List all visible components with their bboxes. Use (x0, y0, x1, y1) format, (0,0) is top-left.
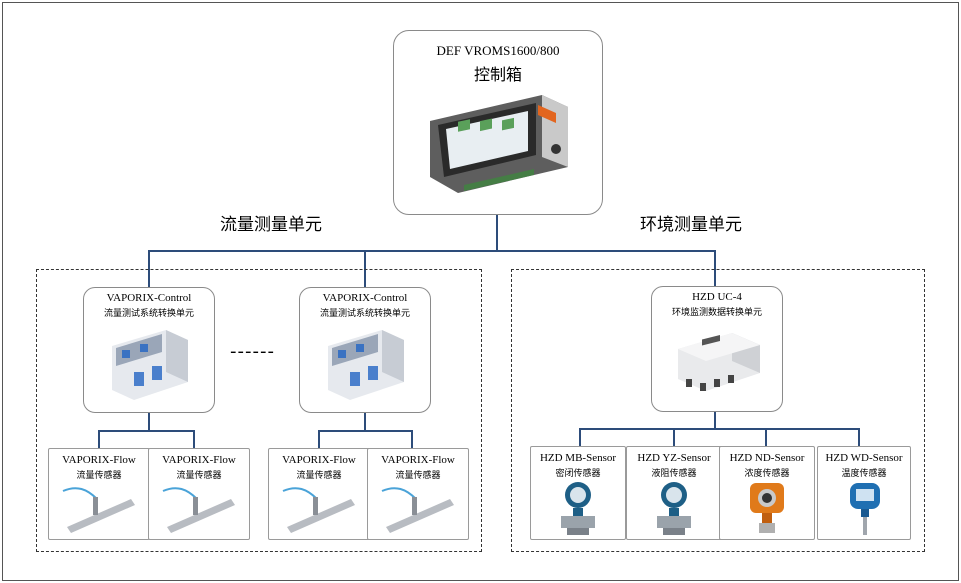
env-conversion-unit: HZD UC-4 环境监测数据转换单元 (651, 286, 783, 412)
pressure-transmitter-icon (561, 482, 595, 535)
env-sensor-nd: HZD ND-Sensor 浓度传感器 (719, 446, 815, 540)
controller-model: DEF VROMS1600/800 (436, 43, 560, 58)
flow-control-unit-1: VAPORIX-Control 流量测试系统转换单元 (83, 287, 215, 413)
sensor-name: HZD WD-Sensor (825, 452, 903, 464)
sensor-desc: 流量传感器 (176, 471, 222, 481)
env-group-frame (511, 269, 925, 552)
converter-module-icon (328, 330, 404, 400)
gas-detector-icon (750, 483, 784, 533)
sensor-name: HZD YZ-Sensor (637, 452, 711, 464)
unit-desc: 流量测试系统转换单元 (103, 309, 194, 319)
env-drop-2 (673, 428, 675, 446)
sensor-name: VAPORIX-Flow (62, 454, 136, 466)
env-sensor-mb: HZD MB-Sensor 密闭传感器 (530, 446, 626, 540)
env-branch (579, 428, 859, 430)
sensor-desc: 温度传感器 (841, 469, 887, 479)
flow-sensor-2: VAPORIX-Flow 流量传感器 (148, 448, 250, 540)
env-sensor-wd: HZD WD-Sensor 温度传感器 (817, 446, 911, 540)
flow-sensor-3: VAPORIX-Flow 流量传感器 (268, 448, 370, 540)
sensor-desc: 流量传感器 (296, 471, 342, 481)
controller-label: 控制箱 (473, 65, 522, 84)
unit-desc: 流量测试系统转换单元 (319, 309, 410, 319)
unit-name: VAPORIX-Control (322, 292, 408, 304)
controller-box: DEF VROMS1600/800 控制箱 (393, 30, 603, 215)
trunk-line (496, 213, 498, 251)
sensor-name: VAPORIX-Flow (162, 454, 236, 466)
unit1-branch (98, 430, 195, 432)
sensor-name: HZD ND-Sensor (729, 452, 805, 464)
sensor-desc: 流量传感器 (76, 471, 122, 481)
flow-sensor-pipe-icon (381, 487, 454, 533)
flow-sensor-pipe-icon (282, 487, 355, 533)
unit2-branch (318, 430, 413, 432)
converter-module-icon (112, 330, 188, 400)
env-sensor-yz: HZD YZ-Sensor 液阻传感器 (626, 446, 722, 540)
flow-group-title: 流量测量单元 (220, 215, 322, 235)
flow-sensor-pipe-icon (162, 487, 235, 533)
sensor-name: VAPORIX-Flow (282, 454, 356, 466)
env-stem (714, 410, 716, 429)
temperature-transmitter-icon (850, 483, 880, 535)
flow-sensor-1: VAPORIX-Flow 流量传感器 (48, 448, 150, 540)
ellipsis: ------ (230, 341, 275, 362)
env-drop-1 (579, 428, 581, 446)
pressure-transmitter-icon (657, 482, 691, 535)
flow-group-frame (36, 269, 482, 552)
touchscreen-control-box-icon (430, 95, 568, 193)
sensor-name: VAPORIX-Flow (381, 454, 455, 466)
env-drop-4 (858, 428, 860, 446)
unit1-drop-a (98, 430, 100, 449)
flow-sensor-4: VAPORIX-Flow 流量传感器 (367, 448, 469, 540)
sensor-desc: 浓度传感器 (744, 469, 790, 479)
junction-box-icon (678, 333, 760, 391)
flow-sensor-pipe-icon (62, 487, 135, 533)
unit1-drop-b (193, 430, 195, 449)
unit-desc: 环境监测数据转换单元 (671, 308, 762, 318)
unit2-stem (364, 411, 366, 431)
drop-line-3 (714, 250, 716, 286)
sensor-name: HZD MB-Sensor (539, 452, 617, 464)
unit2-drop-a (318, 430, 320, 449)
unit2-drop-b (411, 430, 413, 449)
unit1-stem (148, 411, 150, 431)
sensor-desc: 液阻传感器 (651, 469, 697, 479)
unit-name: VAPORIX-Control (106, 292, 192, 304)
sensor-desc: 流量传感器 (395, 471, 441, 481)
env-group-title: 环境测量单元 (640, 215, 742, 235)
bus-line (148, 250, 715, 252)
sensor-desc: 密闭传感器 (555, 469, 601, 479)
unit-name: HZD UC-4 (692, 291, 742, 303)
env-drop-3 (765, 428, 767, 446)
flow-control-unit-2: VAPORIX-Control 流量测试系统转换单元 (299, 287, 431, 413)
